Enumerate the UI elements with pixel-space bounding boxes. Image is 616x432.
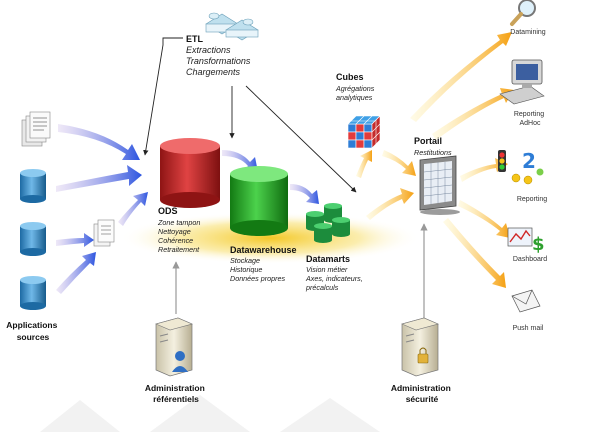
source-document-stack-icon — [21, 111, 51, 147]
ods-lines: Zone tampon Nettoyage Cohérence Retraite… — [157, 218, 202, 254]
svg-text:$: $ — [532, 234, 545, 255]
datamarts-lines: Vision métier Axes, indicateurs, précalc… — [305, 265, 365, 292]
cubes-title: Cubes — [336, 72, 364, 82]
arrow-to-dashboard — [458, 200, 510, 238]
output-push-mail-label: Push mail — [513, 325, 544, 332]
arrow-dw-to-datamarts — [290, 184, 319, 204]
portail-subtitle: Restitutions — [414, 148, 452, 157]
ods-database-icon — [160, 138, 220, 208]
arrow-doc-to-ods — [58, 124, 140, 160]
arrow-db3-to-doc — [56, 252, 96, 294]
source-database-2-icon — [20, 222, 46, 256]
reporting-traffic-light-icon: 2 — [498, 149, 544, 185]
datamarts-title: Datamarts — [306, 254, 350, 264]
etl-icon — [205, 12, 259, 41]
arrow-datamarts-to-cube — [356, 150, 372, 178]
admin-securite-server-icon — [401, 317, 439, 377]
output-arrows — [410, 32, 514, 288]
source-database-3-icon — [20, 276, 46, 310]
background-chevrons — [40, 395, 380, 432]
etl-steps: Extractions Transformations Chargements — [186, 45, 253, 77]
dashboard-chart-icon: $ — [507, 227, 545, 255]
olap-cube-icon — [347, 115, 381, 149]
svg-text:2: 2 — [522, 149, 536, 173]
arrow-datamarts-to-portal — [366, 188, 414, 220]
push-mail-envelope-icon — [511, 289, 541, 313]
datamarts-database-icon — [306, 203, 350, 243]
datamining-magnifier-icon — [510, 0, 536, 26]
output-reporting-adhoc-label: Reporting AdHoc — [514, 111, 546, 127]
ods-title: ODS — [158, 206, 178, 216]
datawarehouse-lines: Stockage Historique Données propres — [230, 256, 286, 283]
admin-referentiels-label: Administration référentiels — [145, 383, 207, 404]
arrow-to-push-mail — [443, 218, 506, 288]
source-arrows — [56, 124, 148, 294]
admin-referentiels-server-icon — [155, 317, 193, 377]
sources-label: Applications sources — [6, 320, 59, 342]
etl-title: ETL — [186, 34, 204, 44]
arrow-cube-to-portal — [382, 150, 416, 176]
output-dashboard-label: Dashboard — [513, 256, 547, 263]
arrow-to-reporting-adhoc — [432, 88, 514, 140]
arrow-db1-to-ods — [56, 165, 142, 192]
datawarehouse-title: Datawarehouse — [230, 245, 297, 255]
arrow-doc-to-ods-2 — [118, 192, 148, 226]
output-reporting-label: Reporting — [517, 196, 547, 203]
etl-arrow-to-cubes — [245, 85, 357, 193]
arrow-db2-to-doc — [56, 233, 94, 247]
cubes-lines: Agrégations analytiques — [335, 84, 376, 102]
etl-bracket-to-sources — [143, 37, 183, 156]
arrow-to-reporting — [460, 158, 508, 182]
source-database-1-icon — [20, 169, 46, 203]
output-datamining-label: Datamining — [510, 29, 546, 36]
reporting-adhoc-computer-icon — [499, 59, 545, 105]
portal-screen-icon — [419, 155, 460, 215]
arrow-to-datamining — [410, 32, 512, 122]
intermediate-document-icon — [93, 219, 115, 247]
portail-title: Portail — [414, 136, 442, 146]
datawarehouse-database-icon — [230, 166, 288, 236]
admin-securite-label: Administration sécurité — [391, 383, 453, 404]
